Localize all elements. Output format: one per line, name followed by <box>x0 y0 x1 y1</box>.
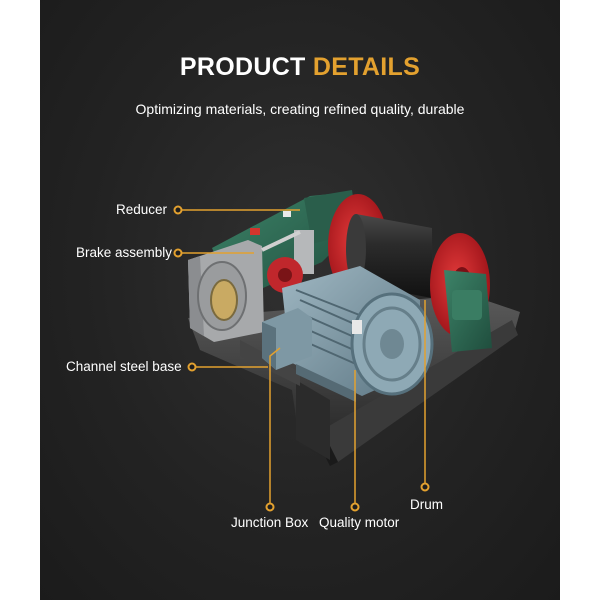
junction-box-shape <box>262 308 312 370</box>
callout-lines <box>180 209 426 505</box>
reducer-dot <box>173 205 183 215</box>
page-subtitle: Optimizing materials, creating refined q… <box>135 101 465 117</box>
label-brake-assembly: Brake assembly <box>76 245 173 260</box>
brake-assembly-shape <box>188 230 314 342</box>
brake-dot <box>173 248 183 258</box>
quality-motor-shape <box>282 266 434 402</box>
label-drum: Drum <box>410 497 443 512</box>
label-reducer: Reducer <box>116 202 168 217</box>
callout-dots <box>173 205 430 512</box>
label-quality-motor: Quality motor <box>319 515 400 530</box>
drum-dot <box>420 482 430 492</box>
motor-dot <box>350 502 360 512</box>
label-channel-steel-base: Channel steel base <box>66 359 182 374</box>
base-dot <box>187 362 197 372</box>
page-title: PRODUCT DETAILS <box>0 53 600 82</box>
label-junction-box: Junction Box <box>231 515 309 530</box>
title-white-part: PRODUCT <box>179 53 306 81</box>
junction-dot <box>265 502 275 512</box>
title-gold-part: DETAILS <box>312 53 421 81</box>
